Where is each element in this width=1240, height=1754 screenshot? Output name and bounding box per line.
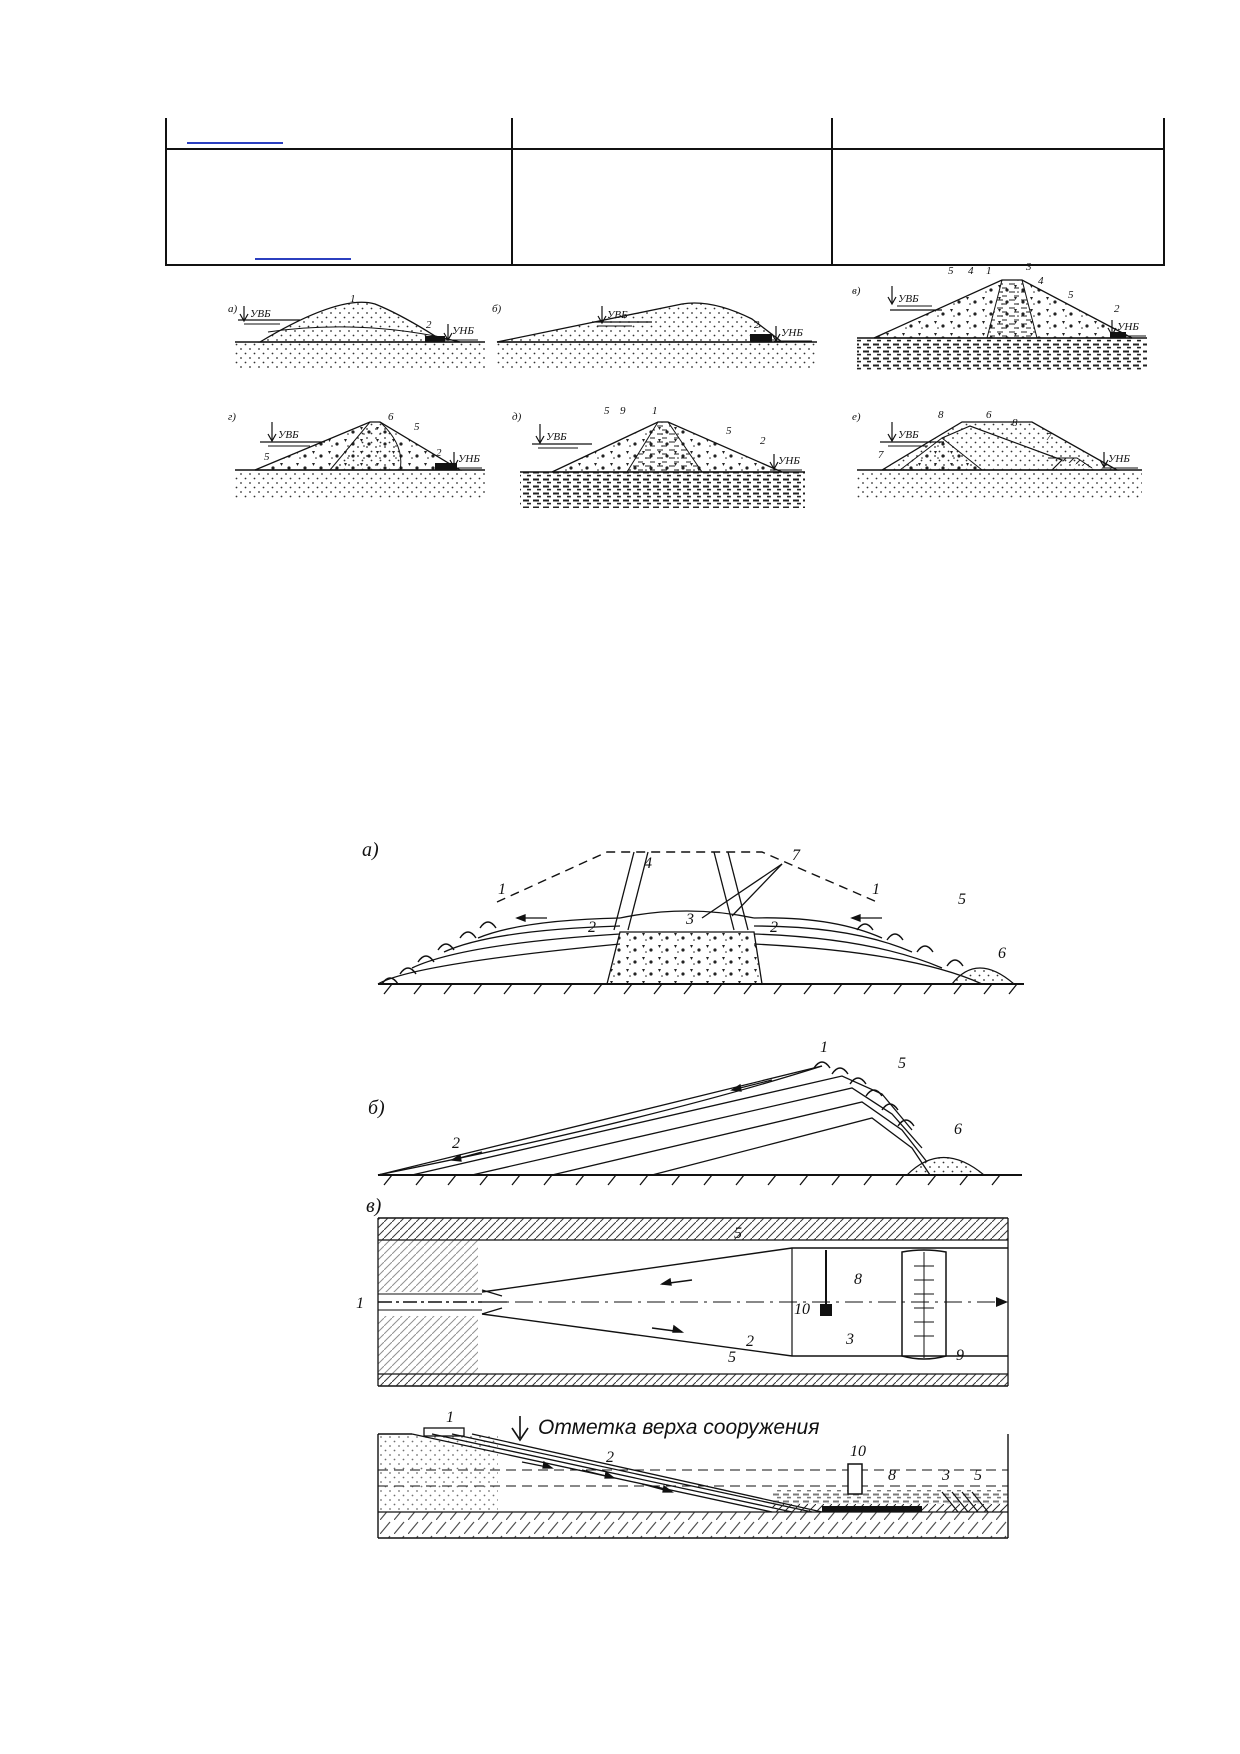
callout-number: 6 — [998, 945, 1006, 962]
callout-number: 5 — [414, 421, 420, 433]
panel-letter: в) — [852, 285, 861, 297]
callout-number: 2 — [746, 1333, 754, 1350]
callout-number: 5 — [974, 1467, 982, 1484]
panel-a-simple-dam: а) УВБ УНБ 1 2 — [228, 293, 485, 370]
table-left-border — [165, 118, 167, 266]
callout-number: 2 — [426, 319, 432, 331]
table-bottom-border — [165, 264, 1165, 266]
callout-number: 5 — [734, 1225, 742, 1242]
callout-number: 7 — [1046, 431, 1052, 443]
structure-top-elevation-caption: Отметка верха сооружения — [538, 1416, 819, 1439]
panel-longitudinal-section: Отметка верха сооружения 1 2 10 8 3 5 — [377, 1409, 1009, 1539]
callout-number: 6 — [388, 411, 394, 423]
callout-number: 4 — [1038, 275, 1044, 287]
downstream-level-label: УНБ — [781, 327, 803, 339]
downstream-level-label: УНБ — [778, 455, 800, 467]
panel-e-screen-dam: е) УВБ УНБ 8 6 8 7 7 — [852, 409, 1142, 498]
callout-number: 2 — [436, 447, 442, 459]
callout-number: 1 — [356, 1295, 364, 1312]
callout-number: 1 — [652, 405, 658, 417]
callout-number: 2 — [588, 919, 596, 936]
downstream-level-label: УНБ — [452, 325, 474, 337]
callout-number: 5 — [898, 1055, 906, 1072]
panel-letter: д) — [512, 411, 522, 423]
panel-v-core-dam: в) УВБ УНБ 5 4 1 3 4 5 2 — [852, 261, 1147, 370]
upstream-level-label: УВБ — [607, 309, 628, 321]
panel-letter: а) — [362, 839, 379, 861]
callout-number: 8 — [888, 1467, 896, 1484]
callout-number: 5 — [1068, 289, 1074, 301]
callout-number: 5 — [604, 405, 610, 417]
callout-number: 1 — [350, 293, 356, 305]
hyperlink-underline[interactable] — [187, 142, 283, 144]
callout-number: 5 — [948, 265, 954, 277]
figure-dam-cross-sections: а) УВБ УНБ 1 2 б) УВБ УНБ 2 в — [0, 0, 1240, 520]
hyperlink-underline[interactable] — [255, 258, 351, 260]
downstream-level-label: УНБ — [458, 453, 480, 465]
callout-number: 6 — [954, 1121, 962, 1138]
callout-number: 2 — [770, 919, 778, 936]
callout-number: 4 — [644, 855, 652, 872]
table-column-divider — [831, 118, 833, 266]
callout-number: 8 — [854, 1271, 862, 1288]
panel-a-two-sided-fill: а) — [362, 839, 1024, 995]
downstream-level-label: УНБ — [1117, 321, 1139, 333]
panel-letter: г) — [228, 411, 236, 423]
callout-number: 1 — [498, 881, 506, 898]
table-row-divider — [165, 148, 1165, 150]
callout-number: 3 — [941, 1467, 950, 1484]
callout-number: 4 — [968, 265, 974, 277]
panel-b-one-sided-fill: б) — [368, 1039, 1022, 1186]
upstream-level-label: УВБ — [546, 431, 567, 443]
callout-number: 2 — [1114, 303, 1120, 315]
upstream-level-label: УВБ — [898, 429, 919, 441]
panel-g-zoned-dam: г) УВБ УНБ 5 6 5 2 — [228, 411, 485, 498]
callout-number: 1 — [446, 1409, 454, 1426]
callout-number: 8 — [938, 409, 944, 421]
panel-letter: а) — [228, 303, 238, 315]
callout-number: 5 — [726, 425, 732, 437]
panel-letter: в) — [366, 1195, 382, 1217]
table-column-divider — [511, 118, 513, 266]
callout-number: 2 — [606, 1449, 614, 1466]
table-right-border — [1163, 118, 1165, 266]
callout-number: 6 — [986, 409, 992, 421]
panel-letter: е) — [852, 411, 861, 423]
panel-letter: б) — [492, 303, 502, 315]
callout-number: 1 — [986, 265, 992, 277]
panel-d-core-dam-clay-base: д) УВБ УНБ 5 9 1 5 2 — [512, 405, 805, 508]
callout-number: 3 — [845, 1331, 854, 1348]
figure-hydraulic-fill: а) — [0, 820, 1240, 1560]
callout-number: 9 — [956, 1347, 964, 1364]
callout-number: 1 — [872, 881, 880, 898]
callout-number: 5 — [728, 1349, 736, 1366]
upstream-level-label: УВБ — [278, 429, 299, 441]
callout-number: 9 — [620, 405, 626, 417]
callout-number: 2 — [452, 1135, 460, 1152]
callout-number: 2 — [760, 435, 766, 447]
panel-letter: б) — [368, 1097, 385, 1119]
callout-number: 8 — [1012, 417, 1018, 429]
callout-number: 3 — [1025, 261, 1032, 273]
downstream-level-label: УНБ — [1108, 453, 1130, 465]
panel-b-long-slope-dam: б) УВБ УНБ 2 — [492, 302, 817, 370]
table-fragment — [165, 118, 1165, 266]
panel-v-plan-view: в) — [356, 1195, 1009, 1387]
callout-number: 3 — [685, 911, 694, 928]
upstream-level-label: УВБ — [250, 308, 271, 320]
callout-number: 10 — [794, 1301, 810, 1318]
callout-number: 10 — [850, 1443, 866, 1460]
callout-number: 1 — [820, 1039, 828, 1056]
upstream-level-label: УВБ — [898, 293, 919, 305]
callout-number: 7 — [792, 847, 801, 864]
callout-number: 5 — [958, 891, 966, 908]
callout-number: 2 — [754, 319, 760, 331]
callout-number: 5 — [264, 451, 270, 463]
callout-number: 7 — [878, 449, 884, 461]
